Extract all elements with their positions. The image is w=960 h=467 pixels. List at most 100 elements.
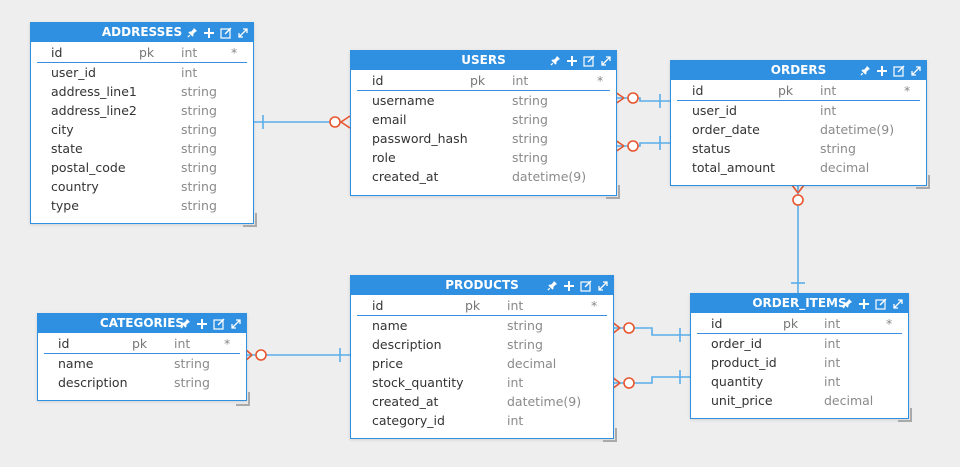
primary-key-row[interactable]: id pk int * bbox=[37, 44, 247, 63]
pin-icon[interactable] bbox=[550, 55, 561, 66]
edit-icon[interactable] bbox=[213, 318, 225, 330]
table-header[interactable]: PRODUCTS bbox=[351, 276, 613, 295]
resize-handle[interactable] bbox=[603, 428, 617, 442]
expand-icon[interactable] bbox=[600, 55, 612, 67]
column-name: price bbox=[372, 356, 404, 371]
pin-icon[interactable] bbox=[860, 65, 871, 76]
expand-icon[interactable] bbox=[892, 298, 904, 310]
pk-label: pk bbox=[783, 316, 799, 331]
resize-handle[interactable] bbox=[898, 408, 912, 422]
column-type: string bbox=[174, 375, 210, 390]
add-icon[interactable] bbox=[858, 298, 870, 310]
edit-icon[interactable] bbox=[220, 27, 232, 39]
required-marker: * bbox=[224, 336, 231, 351]
table-header[interactable]: USERS bbox=[351, 51, 616, 70]
column-type: string bbox=[820, 141, 856, 156]
column-type: int bbox=[507, 413, 524, 428]
resize-handle[interactable] bbox=[243, 213, 257, 227]
primary-key-row[interactable]: id pk int * bbox=[357, 72, 610, 91]
column-name: email bbox=[372, 112, 407, 127]
pin-icon[interactable] bbox=[187, 27, 198, 38]
column-name: description bbox=[58, 375, 128, 390]
table-title: ORDERS bbox=[770, 63, 827, 77]
column-name: description bbox=[372, 337, 442, 352]
expand-icon[interactable] bbox=[230, 318, 242, 330]
expand-icon[interactable] bbox=[237, 27, 249, 39]
resize-handle[interactable] bbox=[606, 185, 620, 199]
add-icon[interactable] bbox=[196, 318, 208, 330]
edit-icon[interactable] bbox=[580, 280, 592, 292]
primary-key-row[interactable]: id pk int * bbox=[44, 335, 240, 354]
edit-icon[interactable] bbox=[583, 55, 595, 67]
add-icon[interactable] bbox=[563, 280, 575, 292]
resize-handle[interactable] bbox=[916, 175, 930, 189]
column-name: quantity bbox=[711, 374, 764, 389]
add-icon[interactable] bbox=[203, 27, 215, 39]
column-type: int bbox=[820, 103, 837, 118]
pin-icon[interactable] bbox=[547, 280, 558, 291]
edit-icon[interactable] bbox=[875, 298, 887, 310]
table-header[interactable]: ADDRESSES bbox=[31, 23, 253, 42]
column-name: username bbox=[372, 93, 435, 108]
resize-handle[interactable] bbox=[236, 392, 250, 406]
required-marker: * bbox=[886, 316, 893, 331]
pin-icon[interactable] bbox=[842, 298, 853, 309]
add-icon[interactable] bbox=[566, 55, 578, 67]
column-name: total_amount bbox=[692, 160, 776, 175]
table-title: ADDRESSES bbox=[101, 25, 183, 39]
column-type: string bbox=[512, 150, 548, 165]
primary-key-row[interactable]: id pk int * bbox=[357, 297, 607, 316]
edit-icon[interactable] bbox=[893, 65, 905, 77]
table-header[interactable]: ORDER_ITEMS bbox=[691, 294, 908, 313]
required-marker: * bbox=[591, 298, 598, 313]
column-type: int bbox=[824, 374, 841, 389]
column-name: password_hash bbox=[372, 131, 468, 146]
add-icon[interactable] bbox=[876, 65, 888, 77]
expand-icon[interactable] bbox=[910, 65, 922, 77]
primary-key-row[interactable]: id pk int * bbox=[677, 82, 920, 101]
expand-icon[interactable] bbox=[597, 280, 609, 292]
column-row[interactable]: description string bbox=[44, 373, 240, 392]
table-header[interactable]: CATEGORIES bbox=[38, 314, 246, 333]
column-type: int bbox=[181, 65, 198, 80]
pin-icon[interactable] bbox=[180, 318, 191, 329]
primary-key-row[interactable]: id pk int * bbox=[697, 315, 902, 334]
column-type: int bbox=[181, 45, 198, 60]
column-name: id bbox=[711, 316, 723, 331]
column-row[interactable]: quantity int bbox=[697, 372, 902, 391]
table-header[interactable]: ORDERS bbox=[671, 61, 926, 80]
